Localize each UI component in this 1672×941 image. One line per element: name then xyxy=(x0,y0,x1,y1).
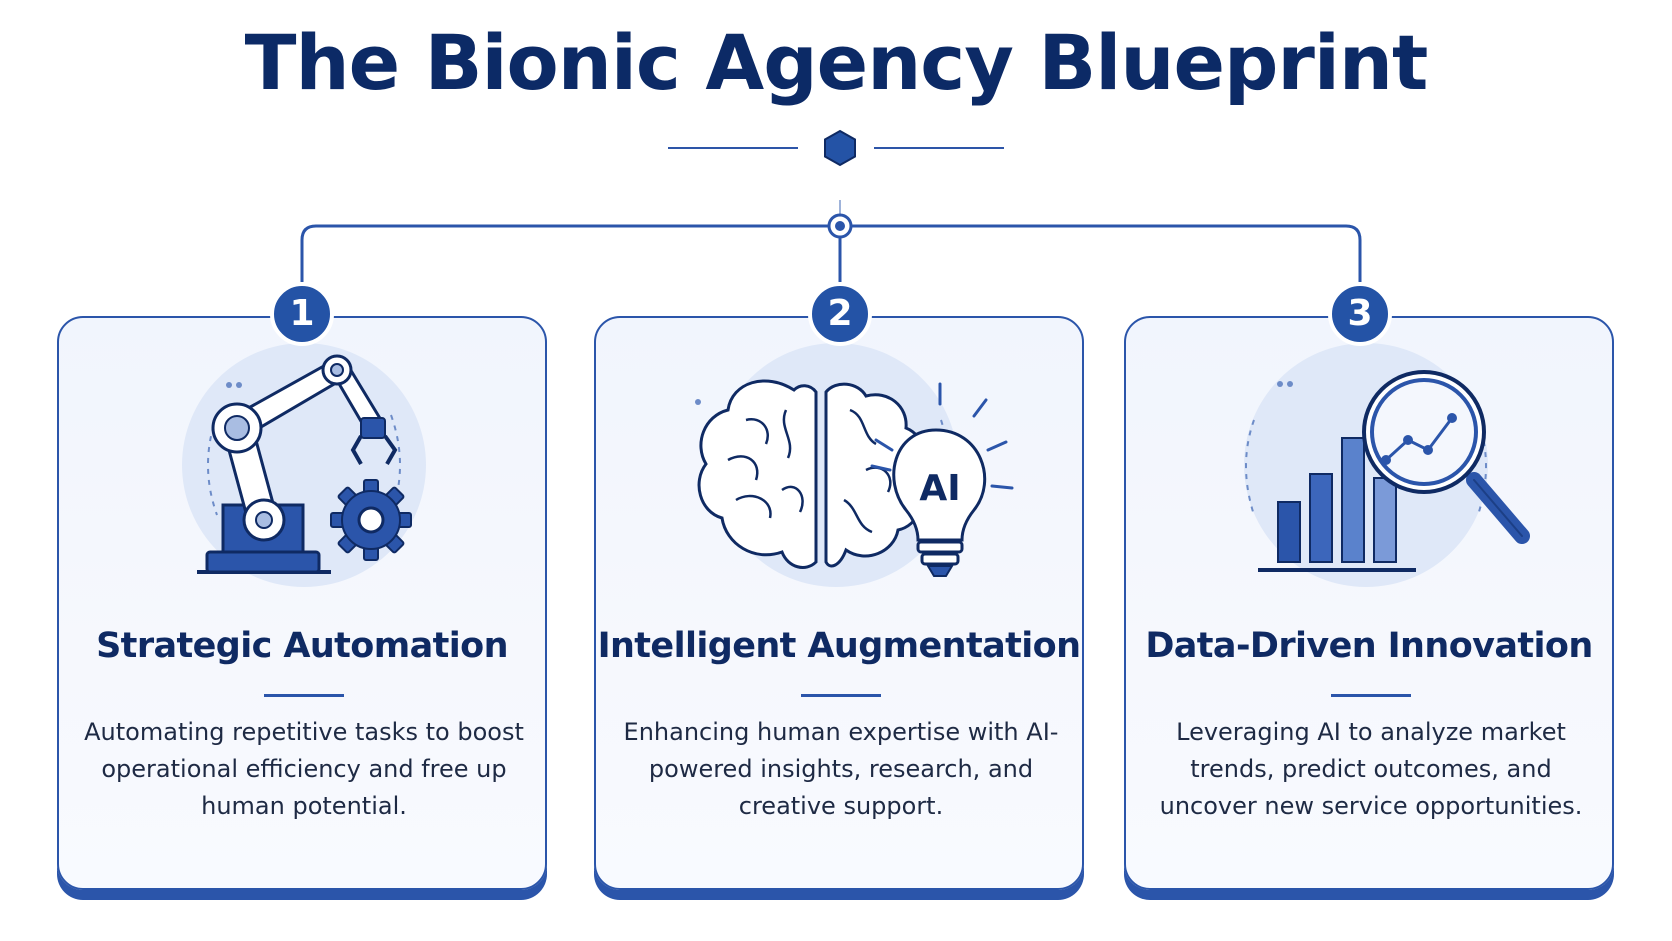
step-badge-1: 1 xyxy=(270,282,334,346)
card-intelligent-augmentation: AI Intelligent Augmentation Enhancing hu… xyxy=(594,316,1084,890)
card-description: Enhancing human expertise with AI-powere… xyxy=(623,718,1059,820)
card-description: Leveraging AI to analyze market trends, … xyxy=(1159,718,1583,820)
brain-lightbulb-ai-icon: AI xyxy=(636,340,1046,610)
step-badge-2: 2 xyxy=(808,282,872,346)
bar-chart-magnifier-icon xyxy=(1166,340,1576,610)
card-title-underline xyxy=(801,694,881,697)
title-divider-left xyxy=(668,147,798,149)
ai-label: AI xyxy=(919,468,960,509)
step-badge-3: 3 xyxy=(1328,282,1392,346)
card-data-driven-innovation: Data-Driven Innovation Leveraging AI to … xyxy=(1124,316,1614,890)
robotic-arm-gear-icon xyxy=(99,340,509,610)
title-divider-right xyxy=(874,147,1004,149)
hexagon-icon xyxy=(824,129,856,167)
card-title-underline xyxy=(264,694,344,697)
card-title: Data-Driven Innovation xyxy=(1145,626,1593,666)
card-title-underline xyxy=(1331,694,1411,697)
card-title: Strategic Automation xyxy=(96,626,508,666)
page-title: The Bionic Agency Blueprint xyxy=(244,18,1429,107)
card-title: Intelligent Augmentation xyxy=(597,626,1081,666)
card-description: Automating repetitive tasks to boost ope… xyxy=(84,718,524,820)
card-strategic-automation: Strategic Automation Automating repetiti… xyxy=(57,316,547,890)
